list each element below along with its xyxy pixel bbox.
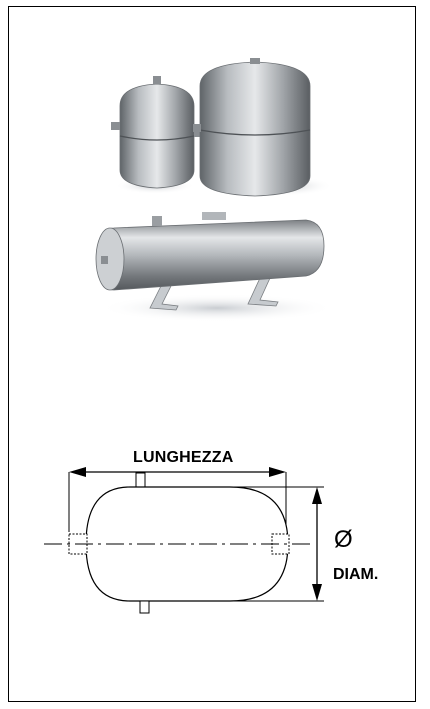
diameter-symbol: Ø (334, 526, 353, 553)
vertical-tanks-photo (111, 58, 330, 197)
length-label: LUNGHEZZA (133, 449, 234, 466)
diameter-label: DIAM. (333, 566, 379, 583)
horizontal-tank-photo (95, 212, 332, 322)
tank-dimension-diagram (44, 467, 324, 614)
